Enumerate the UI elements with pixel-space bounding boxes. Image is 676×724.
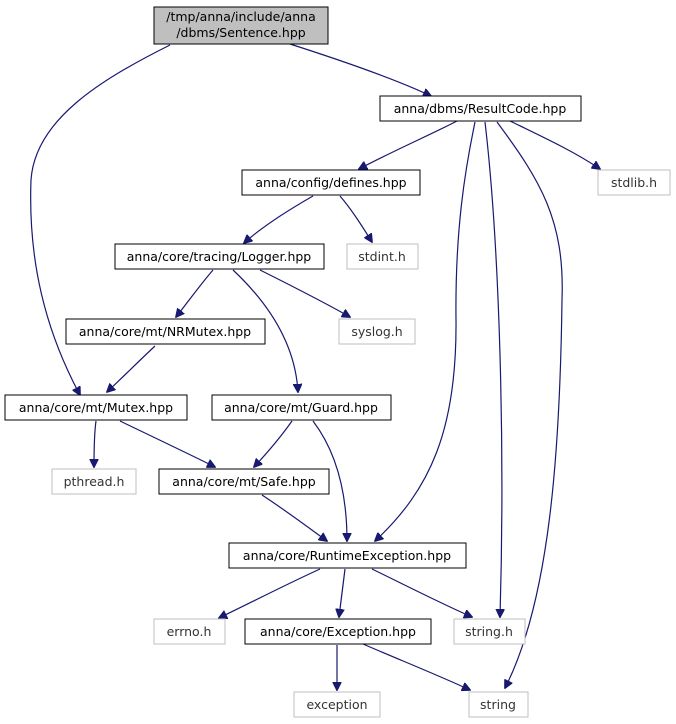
node-guard-label: anna/core/mt/Guard.hpp (224, 400, 378, 415)
node-sentence-box (153, 6, 329, 45)
node-stringh[interactable]: string.h (453, 618, 526, 645)
node-stdint-box (346, 243, 419, 270)
node-guard[interactable]: anna/core/mt/Guard.hpp (211, 394, 392, 421)
node-mutex[interactable]: anna/core/mt/Mutex.hpp (4, 394, 188, 421)
node-pthread[interactable]: pthread.h (51, 468, 137, 495)
node-sentence[interactable]: /tmp/anna/include/anna /dbms/Sentence.hp… (153, 6, 329, 45)
node-defines-box (241, 169, 421, 196)
node-pthread-label: pthread.h (64, 474, 125, 489)
node-errno-box (153, 618, 226, 645)
node-syslog-label: syslog.h (351, 324, 402, 339)
node-nrmutex-label: anna/core/mt/NRMutex.hpp (79, 324, 251, 339)
edge-resultcode-runtime (375, 121, 476, 541)
edge-runtime-errno (219, 568, 321, 618)
edge-nrmutex-mutex (107, 345, 156, 392)
node-stdint-label: stdint.h (358, 249, 406, 264)
node-runtime-box (228, 542, 467, 569)
node-stringh-label: string.h (465, 624, 513, 639)
node-exception-hpp[interactable]: anna/core/Exception.hpp (244, 618, 432, 645)
edge-layer (30, 43, 600, 690)
node-exception-box (293, 691, 381, 718)
edge-resultcode-stdlib (509, 120, 600, 169)
edge-sentence-mutex (30, 44, 171, 395)
node-stdint[interactable]: stdint.h (346, 243, 419, 270)
node-logger-label: anna/core/tracing/Logger.hpp (127, 249, 312, 264)
edge-mutex-safe (119, 420, 215, 467)
node-stdlib[interactable]: stdlib.h (597, 169, 671, 196)
node-stdlib-label: stdlib.h (611, 175, 657, 190)
node-exception-hpp-label: anna/core/Exception.hpp (260, 624, 416, 639)
node-guard-box (211, 394, 392, 421)
node-safe[interactable]: anna/core/mt/Safe.hpp (158, 468, 330, 495)
node-exception-hpp-box (244, 618, 432, 645)
node-safe-box (158, 468, 330, 495)
node-nrmutex[interactable]: anna/core/mt/NRMutex.hpp (65, 318, 266, 345)
node-stdlib-box (597, 169, 671, 196)
node-logger[interactable]: anna/core/tracing/Logger.hpp (114, 243, 325, 270)
node-exception-label: exception (306, 697, 367, 712)
node-resultcode-label: anna/dbms/ResultCode.hpp (394, 101, 567, 116)
node-pthread-box (51, 468, 137, 495)
node-defines[interactable]: anna/config/defines.hpp (241, 169, 421, 196)
node-runtime-label: anna/core/RuntimeException.hpp (243, 548, 451, 563)
edge-defines-stdint (339, 195, 372, 242)
edge-resultcode-string (496, 121, 563, 688)
node-defines-label: anna/config/defines.hpp (255, 175, 406, 190)
edge-defines-logger (244, 195, 314, 243)
edge-guard-runtime (312, 420, 347, 541)
node-exception[interactable]: exception (293, 691, 381, 718)
node-logger-box (114, 243, 325, 270)
node-nrmutex-box (65, 318, 266, 345)
node-runtime[interactable]: anna/core/RuntimeException.hpp (228, 542, 467, 569)
node-stringh-box (453, 618, 526, 645)
edge-resultcode-stringh (484, 121, 502, 617)
node-syslog[interactable]: syslog.h (338, 318, 416, 345)
edge-resultcode-defines (359, 120, 458, 169)
node-layer: /tmp/anna/include/anna /dbms/Sentence.hp… (4, 6, 671, 718)
edge-sentence-resultcode (289, 43, 431, 96)
edge-logger-syslog (259, 269, 350, 317)
edge-logger-nrmutex (176, 269, 214, 317)
edge-logger-guard (232, 269, 298, 392)
node-mutex-label: anna/core/mt/Mutex.hpp (19, 400, 173, 415)
node-sentence-label-line2: /dbms/Sentence.hpp (176, 25, 305, 40)
node-sentence-label-line1: /tmp/anna/include/anna (166, 9, 315, 24)
node-errno-label: errno.h (167, 624, 212, 639)
node-safe-label: anna/core/mt/Safe.hpp (172, 474, 315, 489)
node-resultcode[interactable]: anna/dbms/ResultCode.hpp (379, 95, 582, 122)
edge-exception_hpp-string (362, 643, 470, 690)
node-syslog-box (338, 318, 416, 345)
edge-guard-safe (254, 420, 293, 467)
node-string[interactable]: string (468, 691, 529, 718)
node-string-box (468, 691, 529, 718)
edge-safe-runtime (261, 494, 327, 541)
node-mutex-box (4, 394, 188, 421)
edge-runtime-exception_hpp (339, 568, 346, 617)
edge-mutex-pthread (94, 420, 96, 467)
node-string-label: string (480, 697, 516, 712)
node-resultcode-box (379, 95, 582, 122)
node-errno[interactable]: errno.h (153, 618, 226, 645)
edge-runtime-stringh (371, 568, 472, 617)
